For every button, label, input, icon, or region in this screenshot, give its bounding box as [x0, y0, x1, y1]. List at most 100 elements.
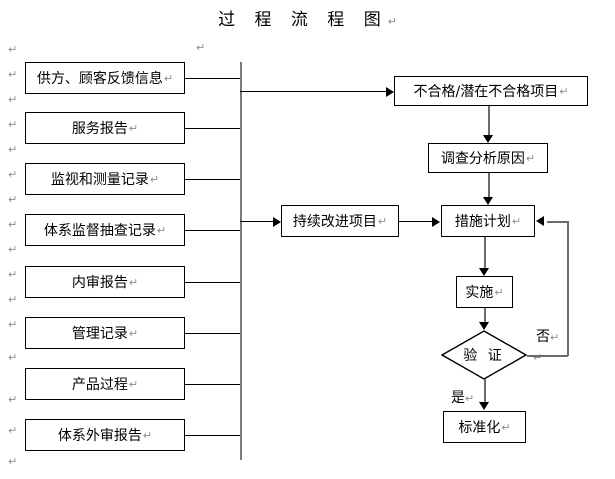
- connector-verify-no-vertical: [567, 221, 569, 356]
- pilcrow-icon: ↵: [8, 143, 18, 156]
- node-system-supervision-inspection-record[interactable]: 体系监督抽查记录↵: [25, 214, 185, 246]
- connector-vertical-bus: [240, 62, 242, 460]
- node-label: 体系外审报告: [57, 428, 142, 444]
- edge-label-no: 否↵: [536, 326, 559, 346]
- node-label: 标准化: [458, 420, 501, 436]
- pilcrow-icon: ↵: [494, 285, 504, 299]
- pilcrow-icon: ↵: [8, 243, 18, 256]
- node-product-process[interactable]: 产品过程↵: [25, 368, 185, 400]
- node-label: 服务报告: [71, 121, 128, 137]
- pilcrow-icon: ↵: [377, 214, 388, 228]
- pilcrow-icon: ↵: [128, 377, 139, 391]
- edge-label-yes: 是↵: [451, 387, 474, 407]
- node-service-report[interactable]: 服务报告↵: [25, 112, 185, 144]
- pilcrow-icon: ↵: [8, 318, 18, 331]
- node-internal-audit-report[interactable]: 内审报告↵: [25, 266, 185, 298]
- arrow-left-icon: [536, 216, 544, 226]
- node-label: 内审报告: [71, 275, 128, 291]
- node-standardize[interactable]: 标准化↵: [443, 411, 526, 443]
- pilcrow-icon: ↵: [128, 275, 139, 289]
- connector-source-2-to-bus: [185, 128, 241, 129]
- connector-continuous-improvement-to-action-plan: [399, 221, 432, 222]
- pilcrow-icon: ↵: [8, 268, 18, 281]
- node-implement[interactable]: 实施↵: [456, 276, 513, 308]
- connector-source-1-to-bus: [185, 78, 241, 79]
- arrow-down-icon: [483, 197, 493, 205]
- node-management-record[interactable]: 管理记录↵: [25, 317, 185, 349]
- node-action-plan[interactable]: 措施计划↵: [441, 205, 535, 237]
- pilcrow-icon: ↵: [128, 326, 139, 340]
- node-label: 监视和测量记录: [50, 172, 149, 188]
- pilcrow-icon: ↵: [550, 331, 560, 344]
- pilcrow-icon: ↵: [8, 43, 18, 56]
- connector-source-4-to-bus: [185, 230, 241, 231]
- pilcrow-icon: ↵: [8, 193, 18, 206]
- pilcrow-icon: ↵: [156, 223, 167, 237]
- node-label: 验 证: [463, 348, 505, 364]
- connector-source-6-to-bus: [185, 333, 241, 334]
- edge-label-no-text: 否: [536, 329, 550, 345]
- edge-label-yes-text: 是: [451, 390, 465, 406]
- pilcrow-icon: ↵: [533, 351, 543, 364]
- connector-source-7-to-bus: [185, 384, 241, 385]
- connector-analyze-to-action-plan: [488, 173, 490, 197]
- connector-nonconformity-to-analyze: [488, 106, 490, 135]
- pilcrow-icon: ↵: [163, 71, 174, 85]
- connector-bus-to-continuous-improvement: [240, 221, 273, 222]
- connector-action-plan-to-implement: [484, 237, 486, 268]
- arrow-right-icon: [386, 87, 394, 97]
- pilcrow-icon: ↵: [511, 214, 522, 228]
- pilcrow-icon: ↵: [8, 218, 18, 231]
- connector-bus-to-nonconformity: [240, 91, 386, 92]
- node-analyze-cause[interactable]: 调查分析原因↵: [428, 143, 548, 173]
- pilcrow-icon: ↵: [8, 393, 18, 406]
- pilcrow-icon: ↵: [128, 121, 139, 135]
- node-label: 措施计划: [454, 214, 511, 230]
- pilcrow-icon: ↵: [149, 172, 160, 186]
- node-label: 产品过程: [71, 377, 128, 393]
- node-label: 调查分析原因: [440, 151, 525, 167]
- connector-source-3-to-bus: [185, 179, 241, 180]
- pilcrow-icon: ↵: [8, 424, 18, 437]
- node-label: 不合格/潜在不合格项目: [413, 84, 559, 100]
- node-external-audit-report[interactable]: 体系外审报告↵: [25, 419, 185, 451]
- arrow-down-icon: [483, 135, 493, 143]
- node-label: 管理记录: [71, 326, 128, 342]
- node-label: 体系监督抽查记录: [43, 223, 156, 239]
- node-verify[interactable]: 验 证: [441, 330, 527, 380]
- pilcrow-icon: ↵: [142, 428, 153, 442]
- node-label: 实施: [465, 285, 494, 301]
- node-label: 供方、顾客反馈信息: [36, 71, 163, 87]
- node-continuous-improvement[interactable]: 持续改进项目↵: [281, 205, 399, 237]
- pilcrow-icon: ↵: [8, 68, 18, 81]
- node-label: 持续改进项目: [292, 214, 377, 230]
- connector-verify-no-horizontal: [527, 355, 568, 357]
- connector-implement-to-verify: [484, 308, 486, 322]
- connector-verify-yes: [484, 379, 486, 404]
- arrow-down-icon: [479, 402, 489, 410]
- connector-verify-no-return: [547, 221, 568, 223]
- pilcrow-icon: ↵: [8, 118, 18, 131]
- connector-source-5-to-bus: [185, 282, 241, 283]
- node-monitoring-measurement-record[interactable]: 监视和测量记录↵: [25, 163, 185, 195]
- arrow-down-icon: [479, 268, 489, 276]
- node-nonconformity[interactable]: 不合格/潜在不合格项目↵: [394, 76, 588, 106]
- arrow-down-icon: [479, 322, 489, 330]
- pilcrow-icon: ↵: [8, 93, 18, 106]
- connector-source-8-to-bus: [185, 435, 241, 436]
- pilcrow-icon: ↵: [501, 420, 511, 434]
- pilcrow-icon: ↵: [559, 84, 569, 98]
- pilcrow-icon: ↵: [8, 168, 18, 181]
- pilcrow-icon: ↵: [8, 455, 18, 468]
- pilcrow-icon: ↵: [465, 392, 475, 405]
- page-title: 过 程 流 程 图↵: [0, 5, 615, 30]
- node-supplier-customer-feedback[interactable]: 供方、顾客反馈信息↵: [25, 62, 185, 94]
- arrow-right-icon: [432, 217, 440, 227]
- pilcrow-icon: ↵: [8, 293, 18, 306]
- pilcrow-icon: ↵: [387, 15, 397, 28]
- pilcrow-icon: ↵: [196, 41, 206, 54]
- pilcrow-icon: ↵: [525, 151, 536, 165]
- arrow-right-icon: [273, 217, 281, 227]
- pilcrow-icon: ↵: [8, 351, 18, 364]
